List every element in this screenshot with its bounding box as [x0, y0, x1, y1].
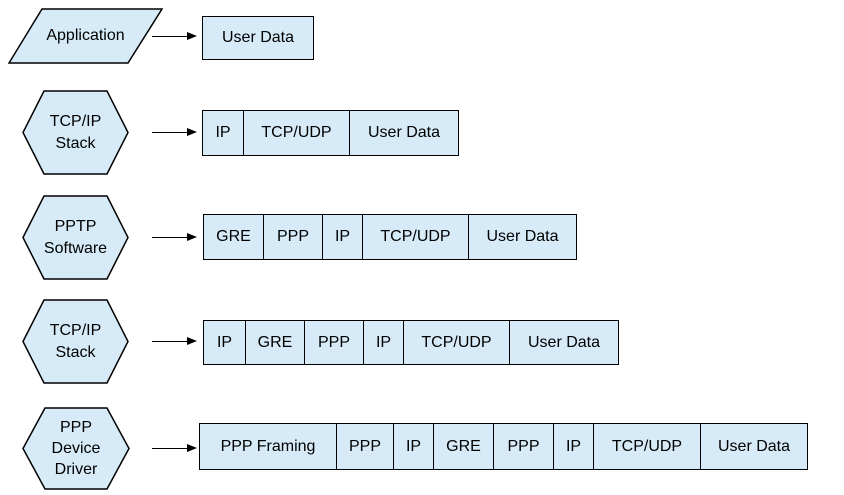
packet-cell-ppp: PPP	[337, 424, 394, 469]
packet-cell-ppp-framing: PPP Framing	[200, 424, 337, 469]
packet-cell-gre: GRE	[246, 321, 305, 364]
arrow-head	[187, 128, 197, 136]
packet-cell-gre: GRE	[434, 424, 494, 469]
packet-cell-ip: IP	[394, 424, 434, 469]
application-packet-strip: User Data	[202, 16, 314, 60]
hexagon-outline	[22, 407, 130, 490]
packet-cell-ppp: PPP	[264, 215, 323, 259]
hexagon-outline	[22, 299, 129, 384]
packet-cell-tcp-udp: TCP/UDP	[594, 424, 701, 469]
arrow-shaft	[152, 448, 188, 449]
arrow-shaft	[152, 237, 188, 238]
packet-cell-ppp: PPP	[494, 424, 554, 469]
application-label: Application	[46, 27, 125, 45]
packet-cell-ip: IP	[323, 215, 363, 259]
arrow-head	[187, 31, 197, 40]
packet-cell-ip: IP	[203, 111, 244, 155]
arrow-right-icon	[152, 233, 197, 243]
arrow-right-icon	[152, 444, 197, 454]
arrow-head	[187, 233, 197, 241]
arrow-shaft	[152, 341, 188, 342]
arrow-right-icon	[152, 128, 197, 138]
arrow-head	[187, 444, 197, 452]
arrow-right-icon	[152, 31, 197, 41]
arrow-shaft	[152, 132, 188, 133]
arrow-shaft	[152, 35, 188, 37]
packet-cell-ppp: PPP	[305, 321, 364, 364]
hexagon-outline	[22, 90, 129, 175]
packet-cell-ip: IP	[554, 424, 594, 469]
packet-cell-ip: IP	[364, 321, 404, 364]
packet-cell-gre: GRE	[204, 215, 264, 259]
packet-cell-user-data: User Data	[469, 215, 576, 259]
packet-cell-user-data: User Data	[350, 111, 458, 155]
packet-cell-user-data: User Data	[203, 17, 313, 59]
hexagon-outline	[22, 195, 129, 280]
packet-cell-ip: IP	[204, 321, 246, 364]
packet-cell-tcp-udp: TCP/UDP	[363, 215, 469, 259]
packet-cell-tcp-udp: TCP/UDP	[244, 111, 350, 155]
arrow-head	[187, 337, 197, 345]
arrow-right-icon	[152, 337, 197, 347]
packet-cell-tcp-udp: TCP/UDP	[404, 321, 510, 364]
parallelogram-outline	[8, 8, 163, 64]
packet-cell-user-data: User Data	[510, 321, 618, 364]
packet-cell-user-data: User Data	[701, 424, 807, 469]
application-parallelogram-shape: Application	[8, 8, 163, 64]
